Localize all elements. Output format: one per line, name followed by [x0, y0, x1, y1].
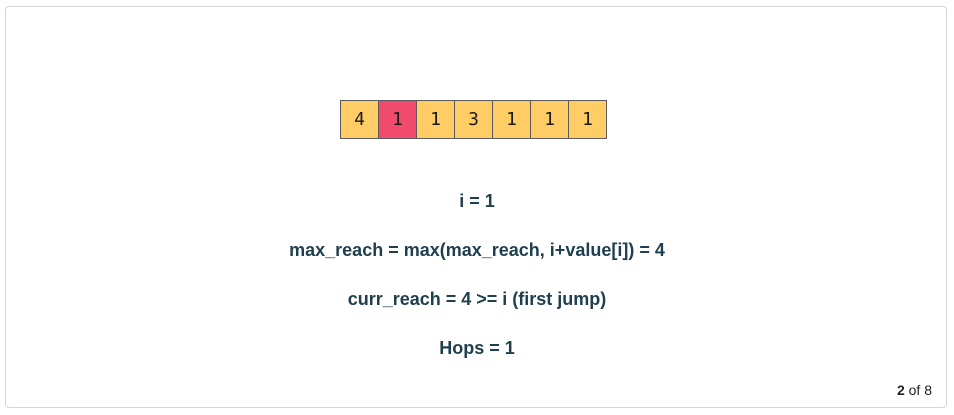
array-cell: 1	[530, 100, 569, 139]
array-cell: 4	[340, 100, 379, 139]
cell-value: 1	[544, 108, 555, 130]
explanation-line-index: i = 1	[459, 191, 495, 211]
cell-value: 4	[354, 108, 365, 130]
cell-value: 3	[468, 108, 479, 130]
cell-value: 1	[392, 108, 403, 130]
cell-value: 1	[582, 108, 593, 130]
pager-separator: of	[908, 382, 921, 398]
array-cell: 1	[492, 100, 531, 139]
cell-value: 1	[506, 108, 517, 130]
array-cell: 1	[416, 100, 455, 139]
slide-card	[5, 6, 947, 408]
pager-total: 8	[924, 382, 932, 398]
array-cell: 1	[568, 100, 607, 139]
explanation-line-max-reach: max_reach = max(max_reach, i+value[i]) =…	[289, 240, 665, 260]
explanation-line-hops: Hops = 1	[439, 338, 515, 358]
pager-current: 2	[896, 382, 905, 398]
slide-pager: 2 of 8	[897, 382, 932, 398]
array-cell: 1	[378, 100, 417, 139]
cell-value: 1	[430, 108, 441, 130]
array-cell: 3	[454, 100, 493, 139]
explanation-line-curr-reach: curr_reach = 4 >= i (first jump)	[347, 289, 607, 309]
array-row: 4 1 1 3 1 1 1	[340, 100, 607, 140]
